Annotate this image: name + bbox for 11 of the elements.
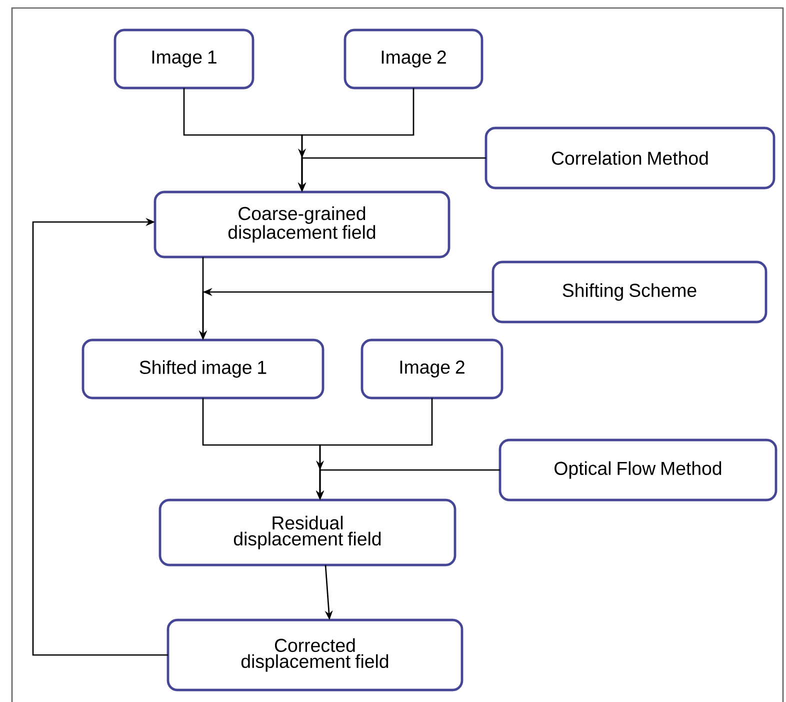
process-box: Residual displacement field <box>158 498 456 566</box>
process-box: Optical Flow Method <box>498 438 778 502</box>
process-box: Image 1 <box>114 28 254 90</box>
process-box: Correlation Method <box>484 126 776 190</box>
process-box: Image 2 <box>344 28 484 90</box>
process-box: Corrected displacement field <box>166 618 464 692</box>
process-box: Shifted image 1 <box>82 338 324 400</box>
process-box: Coarse-grained displacement field <box>154 190 450 258</box>
arrow <box>32 218 168 656</box>
process-box: Image 2 <box>360 338 504 400</box>
process-box: Shifting Scheme <box>492 260 768 324</box>
